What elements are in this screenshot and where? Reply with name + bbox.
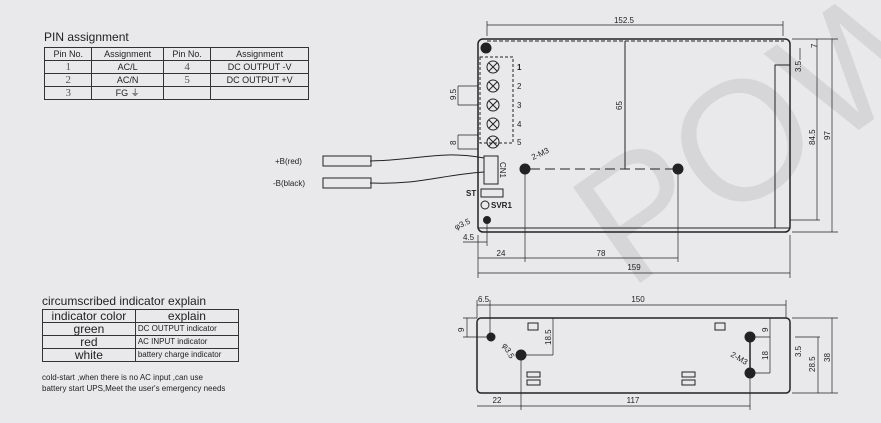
dim-terminals	[457, 48, 801, 150]
dim-label: 78	[597, 249, 606, 258]
black-wire-connector	[322, 177, 372, 189]
hole	[486, 332, 496, 342]
dim-label: 152.5	[614, 16, 635, 25]
svr1-label: SVR1	[491, 201, 512, 210]
dim-38	[792, 317, 838, 394]
corner-hole	[480, 42, 492, 54]
terminal-label: 5	[517, 138, 522, 147]
table-row: 3 FG ⏚	[43, 86, 309, 100]
note-text: cold-start ,when there is no AC input ,c…	[42, 372, 239, 394]
cell: red	[42, 335, 136, 349]
pin-table-title: PIN assignment	[44, 30, 129, 44]
header-cell: explain	[134, 309, 240, 323]
wire-label-red: +B(red)	[275, 157, 302, 166]
slot	[714, 322, 726, 331]
dim-4-5	[463, 224, 488, 246]
hole-label: φ3.5	[500, 342, 516, 361]
red-wire-connector	[322, 155, 372, 167]
dim-label: 28.5	[808, 356, 817, 372]
dim-152-5	[486, 21, 784, 36]
wire-label-black: -B(black)	[273, 179, 305, 188]
slot	[527, 322, 539, 331]
table-row: 1 AC/L 4 DC OUTPUT -V	[43, 60, 309, 74]
dim-label: 9.5	[449, 88, 458, 100]
hole-label: φ3.5	[453, 217, 472, 232]
dim-label: 6.5	[478, 295, 490, 304]
terminal-block	[479, 56, 514, 144]
pin-assignment-section: PIN assignment Pin No. Assignment Pin No…	[43, 30, 309, 100]
dim-label: 9	[457, 327, 466, 332]
st-label: ST	[466, 189, 476, 198]
dim-label: 9	[761, 327, 770, 332]
cell: battery charge indicator	[134, 348, 240, 362]
cell: 3	[43, 86, 93, 100]
table-row: white battery charge indicator	[42, 348, 240, 362]
top-view	[322, 21, 838, 278]
dim-side-vertical	[463, 317, 771, 374]
side-outline	[476, 317, 791, 394]
dim-label: 18.5	[544, 329, 553, 345]
header-cell: indicator color	[42, 309, 136, 323]
table-row: green DC OUTPUT indicator	[42, 322, 240, 336]
dim-label: 22	[493, 396, 502, 405]
table-header-row: indicator color explain	[42, 309, 240, 323]
svr1-potentiometer[interactable]	[480, 200, 490, 210]
dim-label: 84.5	[808, 129, 817, 145]
dim-label: 18	[761, 351, 770, 360]
terminal-label: 2	[517, 82, 522, 91]
note-line: battery start UPS,Meet the user's emerge…	[42, 384, 226, 393]
pin-table: Pin No. Assignment Pin No. Assignment 1 …	[43, 47, 309, 100]
terminal-label: 4	[517, 120, 522, 129]
dim-22-117	[477, 360, 751, 410]
dim-label: 65	[615, 101, 624, 110]
indicator-table-title: circumscribed indicator explain	[42, 294, 207, 308]
dim-label: 38	[823, 353, 832, 362]
cell	[162, 86, 212, 100]
dim-label: 7	[810, 43, 819, 48]
top-view-labels: +B(red) -B(black) 1 2 3 4 5 CN1 ST SVR1 …	[273, 16, 832, 272]
dim-label: 159	[627, 263, 641, 272]
cn1-label: CN1	[498, 162, 507, 179]
dim-label: 97	[823, 131, 832, 140]
dim-24-78	[478, 172, 679, 262]
indicator-section: circumscribed indicator explain indicato…	[42, 294, 240, 394]
dim-vertical	[790, 38, 838, 233]
dim-label: 3.5	[794, 345, 803, 357]
terminal-screws	[486, 60, 500, 149]
m3-label: 2-M3	[729, 350, 750, 367]
terminal-label: 3	[517, 101, 522, 110]
cell	[210, 86, 309, 100]
mount-hole	[483, 216, 491, 224]
heatsink-rail	[774, 64, 791, 229]
dim-label: 8	[449, 140, 458, 145]
dim-label: 150	[631, 295, 645, 304]
table-row: 2 AC/N 5 DC OUTPUT +V	[43, 73, 309, 87]
indicator-table: indicator color explain green DC OUTPUT …	[42, 309, 240, 362]
cell: white	[42, 348, 136, 362]
dim-label: 117	[627, 396, 640, 405]
m3-hole	[515, 349, 527, 361]
terminal-label: 1	[517, 63, 522, 72]
side-view	[463, 300, 838, 410]
battery-wires	[369, 154, 485, 184]
st-switch[interactable]	[480, 188, 504, 198]
note-line: cold-start ,when there is no AC input ,c…	[42, 373, 203, 382]
dim-label: 4.5	[463, 233, 475, 242]
cell: 2	[43, 73, 93, 87]
m3-label: 2-M3	[530, 146, 551, 162]
dim-label: 24	[497, 249, 506, 258]
dim-150	[476, 300, 787, 340]
table-row: red AC INPUT indicator	[42, 335, 240, 349]
dim-label: 3.5	[794, 60, 803, 72]
cn1-connector	[483, 155, 499, 185]
